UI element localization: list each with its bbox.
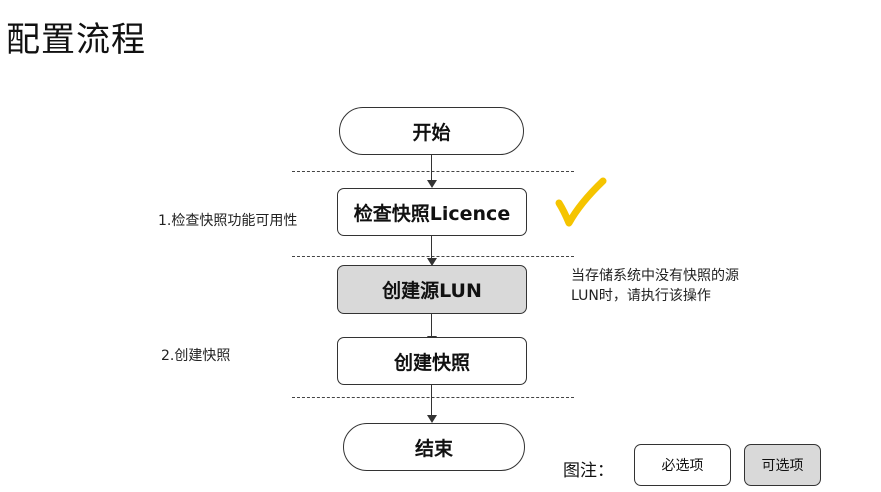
create-source-lun-node: 创建源LUN	[337, 265, 527, 314]
legend-required-box: 必选项	[634, 444, 731, 486]
start-node: 开始	[339, 107, 524, 155]
separator-1	[292, 171, 574, 172]
check-licence-node: 检查快照Licence	[337, 188, 527, 236]
arrow-head	[427, 258, 437, 266]
step-2-label: 2.创建快照	[161, 348, 231, 364]
create-snapshot-node: 创建快照	[337, 337, 527, 385]
end-node: 结束	[343, 423, 525, 471]
connector-start-check	[431, 155, 432, 181]
note-line-1: 当存储系统中没有快照的源	[571, 268, 739, 284]
page-title: 配置流程	[6, 20, 146, 60]
separator-3	[292, 397, 574, 398]
legend-optional-box: 可选项	[744, 444, 821, 486]
connector-check-lun	[431, 236, 432, 259]
arrow-head	[427, 415, 437, 423]
connector-lun-snapshot	[431, 314, 432, 337]
step-1-label: 1.检查快照功能可用性	[158, 213, 298, 229]
separator-2	[292, 256, 574, 257]
check-mark-icon	[555, 177, 607, 227]
note-line-2: LUN时，请执行该操作	[571, 288, 711, 304]
connector-snapshot-end	[431, 385, 432, 416]
legend-title: 图注：	[563, 461, 614, 481]
arrow-head	[427, 180, 437, 188]
optional-step-note: 当存储系统中没有快照的源 LUN时，请执行该操作	[571, 266, 739, 306]
